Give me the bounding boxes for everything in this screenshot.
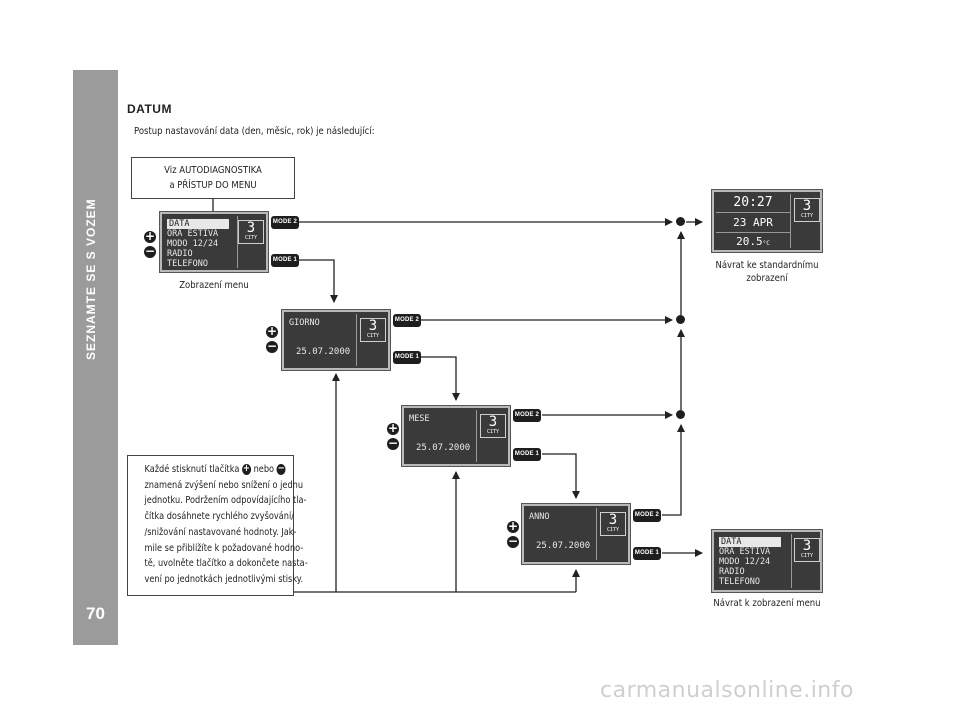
junction-dot: [676, 315, 685, 324]
menu-item: RADIO: [719, 567, 745, 577]
menu-item: MODO 12/24: [719, 557, 771, 567]
reference-line-2: a PŘÍSTUP DO MENU: [169, 180, 257, 191]
sidebar-band: [73, 70, 118, 645]
watermark: carmanualsonline.info: [600, 678, 854, 703]
clock-time: 20:27: [716, 194, 790, 213]
field-label: GIORNO: [289, 318, 320, 328]
info-line-8: vení po jednotkách jednotlivými stisky.: [144, 573, 304, 585]
minus-icon: −: [507, 534, 519, 548]
date-readout: 23 APR: [716, 213, 790, 233]
temperature-readout: 20.5°C: [736, 235, 770, 248]
mode1-button[interactable]: MODE 1: [633, 547, 661, 560]
menu-item: RADIO: [167, 249, 193, 259]
page-number: 70: [86, 604, 105, 623]
info-line-7: tě, uvolněte tlačítko a dokončete nasta-: [144, 558, 308, 570]
info-line-5: /snižování nastavované hodnoty. Jak-: [144, 526, 297, 538]
menu-item-selected: DATA: [167, 219, 229, 229]
mode2-button[interactable]: MODE 2: [633, 509, 661, 522]
menu-item-selected: DATA: [719, 537, 781, 547]
standard-caption: Návrat ke standardnímu zobrazení: [715, 260, 819, 284]
minus-icon: −: [387, 436, 399, 450]
mode2-button[interactable]: MODE 2: [393, 314, 421, 327]
menu-item: TELEFONO: [167, 259, 208, 269]
intro-text: Postup nastavování data (den, měsíc, rok…: [134, 126, 375, 137]
menu-display: DATA ORA ESTIVA MODO 12/24 RADIO TELEFON…: [159, 211, 269, 273]
field-label: ANNO: [529, 512, 550, 522]
menu-item: ORA ESTIVA: [167, 229, 219, 239]
mode1-button[interactable]: MODE 1: [271, 254, 299, 267]
mode1-button[interactable]: MODE 1: [393, 351, 421, 364]
menu-item: TELEFONO: [719, 577, 760, 587]
minus-icon: −: [266, 339, 278, 353]
info-line-6: mile se přiblížíte k požadované hodno-: [144, 542, 304, 554]
plus-icon: +: [144, 229, 156, 243]
date-value: 25.07.2000: [416, 443, 471, 453]
minus-icon: −: [144, 244, 156, 258]
field-label: MESE: [409, 414, 430, 424]
section-heading: DATUM: [127, 102, 172, 116]
mode2-button[interactable]: MODE 2: [513, 409, 541, 422]
plus-icon: +: [266, 324, 278, 338]
plus-icon: +: [507, 519, 519, 533]
menu-caption: Zobrazení menu: [179, 280, 249, 291]
reference-line-1: Viz AUTODIAGNOSTIKA: [164, 165, 262, 176]
info-box: Každé stisknutí tlačítka + nebo − znamen…: [127, 455, 308, 596]
junction-dot: [676, 217, 685, 226]
return-menu-display: DATA ORA ESTIVA MODO 12/24 RADIO TELEFON…: [711, 529, 823, 593]
plus-icon: +: [241, 462, 251, 475]
plus-icon: +: [387, 421, 399, 435]
reference-box: Viz AUTODIAGNOSTIKA a PŘÍSTUP DO MENU: [131, 157, 295, 199]
info-line-1: Každé stisknutí tlačítka + nebo −: [144, 462, 286, 475]
menu-item: MODO 12/24: [167, 239, 219, 249]
menu-item: ORA ESTIVA: [719, 547, 771, 557]
junction-dot: [676, 410, 685, 419]
mode1-button[interactable]: MODE 1: [513, 448, 541, 461]
info-line-3: jednotku. Podržením odpovídajícího tla-: [144, 495, 307, 507]
minus-icon: −: [276, 462, 286, 475]
date-value: 25.07.2000: [296, 347, 351, 357]
mode2-button[interactable]: MODE 2: [271, 216, 299, 229]
date-value: 25.07.2000: [536, 541, 591, 551]
return-menu-caption: Návrat k zobrazení menu: [713, 598, 821, 609]
info-line-4: čítka dosáhnete rychlého zvyšování/: [144, 511, 295, 523]
info-line-2: znamená zvýšení nebo snížení o jednu: [144, 479, 304, 491]
